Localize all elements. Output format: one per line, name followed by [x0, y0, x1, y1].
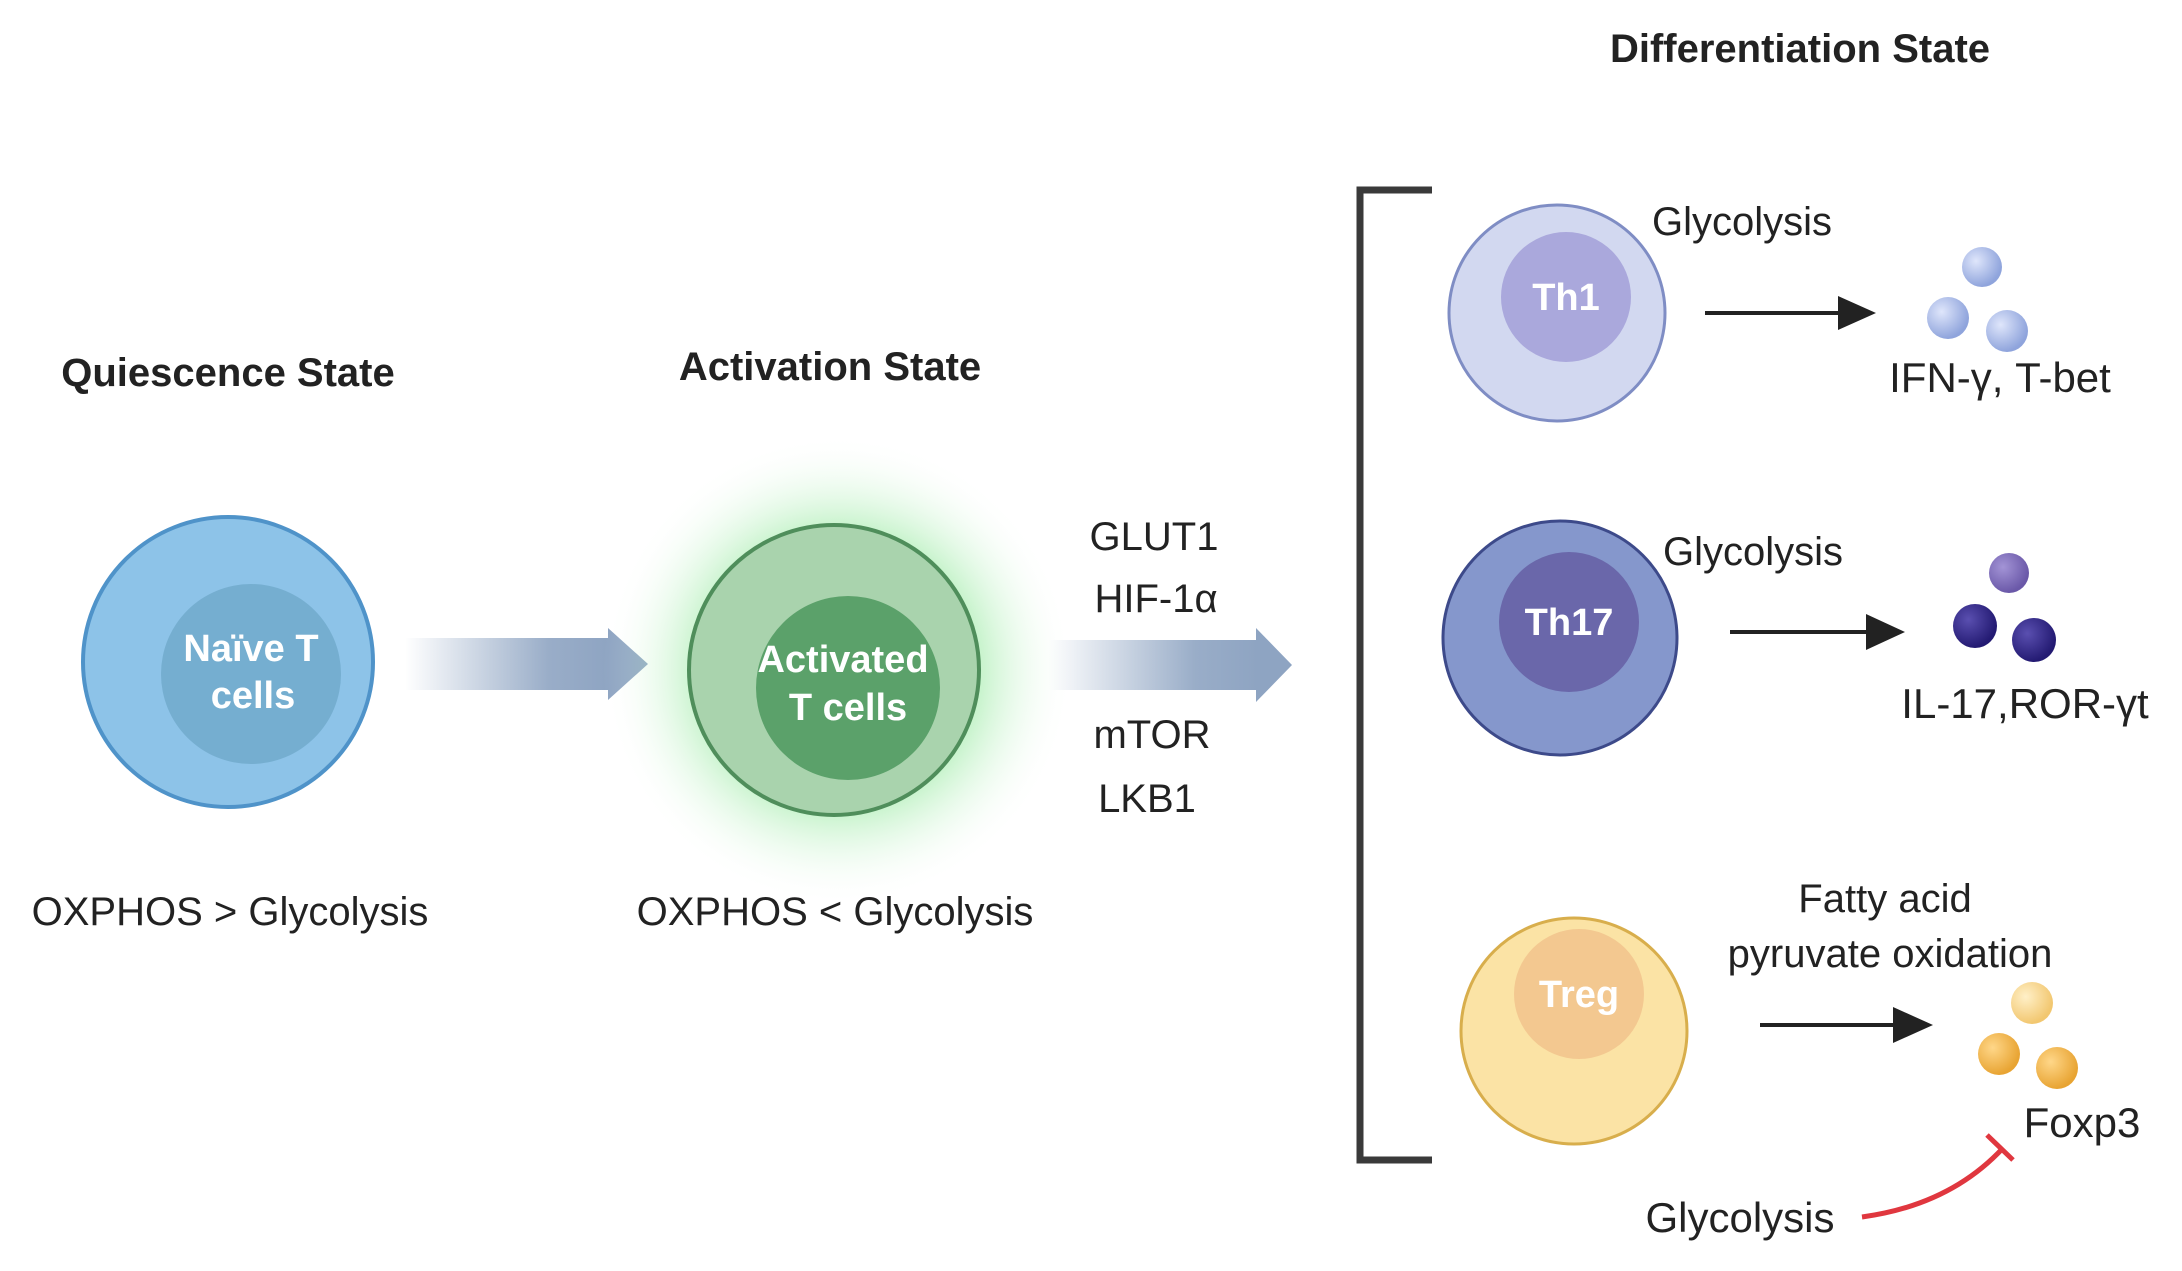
treg-label: Treg: [1539, 974, 1619, 1016]
th1-products: IFN-γ, T-bet: [1889, 354, 2111, 401]
activated-t-cell-label-line2: T cells: [789, 687, 907, 729]
th17-cell: Th17: [1441, 519, 1679, 757]
treg-inhibitor-label: Glycolysis: [1645, 1194, 1834, 1241]
th1-cytokine-dots: [1927, 247, 2028, 352]
glycolysis-inhibition-arrow: [1861, 1133, 2015, 1220]
th1-metabolism: Glycolysis: [1652, 200, 1832, 244]
treg-cell: Treg: [1459, 916, 1689, 1146]
treg-cytokine-dots: [1978, 982, 2078, 1089]
treg-metabolism-line1: Fatty acid: [1798, 877, 1971, 921]
regulator-mtor: mTOR: [1093, 713, 1210, 757]
th17-arrow: [1730, 614, 1905, 650]
treg-arrow: [1760, 1007, 1933, 1043]
th17-metabolism: Glycolysis: [1663, 530, 1843, 574]
quiescence-metabolism: OXPHOS > Glycolysis: [32, 890, 429, 934]
differentiation-bracket: [1356, 186, 1432, 1164]
naive-t-cell: Naïve T cells: [81, 515, 375, 809]
regulator-hif1a: HIF-1α: [1094, 577, 1217, 621]
quiescence-state-title: Quiescence State: [61, 351, 395, 395]
th17-cytokine-dots: [1953, 553, 2056, 662]
activated-t-cell-label-line1: Activated: [757, 639, 928, 681]
th17-products: IL-17,ROR-γt: [1901, 680, 2149, 727]
th1-cell: Th1: [1447, 203, 1667, 423]
naive-t-cell-label-line2: cells: [211, 675, 296, 717]
activation-state-title: Activation State: [679, 345, 981, 389]
th1-arrow: [1705, 296, 1876, 330]
regulator-lkb1: LKB1: [1098, 777, 1196, 821]
activated-t-cell: Activated T cells: [603, 435, 1073, 905]
th17-label: Th17: [1525, 602, 1614, 644]
regulator-glut1: GLUT1: [1090, 515, 1219, 559]
th1-label: Th1: [1532, 277, 1600, 319]
treg-products: Foxp3: [2024, 1099, 2141, 1146]
naive-t-cell-label-line1: Naïve T: [183, 628, 318, 670]
treg-metabolism-line2: pyruvate oxidation: [1728, 932, 2053, 976]
activation-metabolism: OXPHOS < Glycolysis: [637, 890, 1034, 934]
differentiation-state-title: Differentiation State: [1610, 27, 1990, 71]
differentiation-arrow: [1048, 628, 1292, 702]
